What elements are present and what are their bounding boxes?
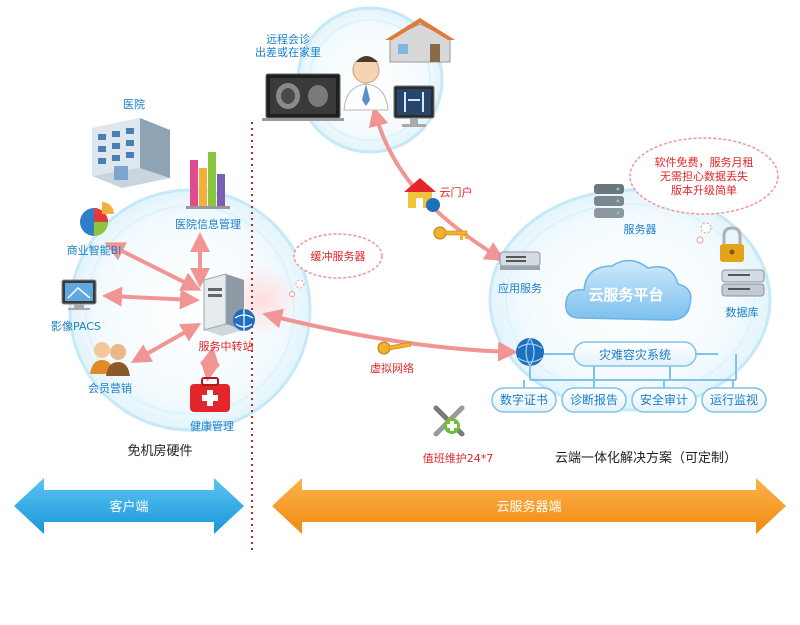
pricing-thought-bubble — [629, 137, 779, 244]
health-label: 健康管理 — [190, 419, 234, 433]
house-icon — [385, 18, 455, 63]
cloud-globe-icon — [516, 337, 544, 367]
bubble-line2: 无需担心数据丢失 — [660, 169, 748, 183]
pie-chart-icon — [80, 202, 114, 236]
solution-caption: 云端一体化解决方案（可定制） — [555, 450, 737, 466]
server-label: 服务器 — [624, 223, 657, 236]
database-icon — [721, 269, 765, 297]
doctor-icon — [343, 56, 389, 111]
relay-server-icon — [203, 273, 255, 336]
bi-label: 商业智能BI — [67, 243, 122, 257]
pacs-monitor-icon — [61, 279, 97, 310]
database-label: 数据库 — [726, 305, 759, 319]
feature-modules: 数字证书 诊断报告 安全审计 运行监视 — [491, 387, 767, 413]
hospital-building-icon — [92, 118, 170, 188]
client-connectors — [102, 232, 221, 382]
home-portal-icon — [404, 178, 440, 212]
key-icon — [433, 226, 468, 240]
vpn-label: 虚拟网络 — [370, 361, 414, 375]
cloud-platform-icon — [565, 259, 692, 321]
bar-chart-icon — [186, 152, 230, 209]
members-icon — [90, 342, 130, 376]
server-side-arrow — [272, 478, 786, 534]
bubble-line1: 软件免费，服务月租 — [655, 155, 754, 169]
module-label: 诊断报告 — [570, 392, 618, 407]
server-stack-icon — [594, 184, 624, 218]
client-arrow-label: 客户端 — [109, 499, 148, 515]
duty-label: 值班维护24*7 — [423, 451, 494, 465]
portal-label: 云门户 — [440, 185, 473, 199]
hardware-caption: 免机房硬件 — [127, 443, 192, 459]
app-service-icon — [499, 251, 541, 270]
module-box — [491, 387, 557, 413]
module-box — [561, 387, 627, 413]
client-side-arrow — [14, 478, 244, 534]
remote-caption-line1: 远程会诊 — [266, 32, 310, 46]
module-label: 运行监视 — [710, 392, 758, 407]
padlock-icon — [720, 226, 744, 262]
vpn-connector — [262, 308, 518, 362]
server-arrow-label: 云服务器端 — [496, 499, 561, 515]
relay-label: 服务中转站 — [199, 339, 254, 353]
member-label: 会员营销 — [88, 381, 132, 395]
module-label: 安全审计 — [640, 392, 688, 407]
module-connector-lines — [523, 353, 737, 388]
remote-caption-line2: 出差或在家里 — [255, 45, 321, 59]
cache-server-bubble — [289, 233, 383, 297]
module-box — [701, 387, 767, 413]
first-aid-kit-icon — [190, 377, 230, 412]
his-label: 医院信息管理 — [175, 217, 241, 231]
module-box — [631, 387, 697, 413]
bubble-line3: 版本升级简单 — [671, 183, 737, 197]
module-label: 数字证书 — [500, 392, 548, 407]
remote-consultation-group: 远程会诊 出差或在家里 — [255, 18, 455, 127]
disaster-label: 灾难容灾系统 — [599, 347, 671, 362]
vpn-key-icon — [377, 341, 412, 355]
cache-server-label: 缓冲服务器 — [311, 249, 366, 263]
app-service-label: 应用服务 — [498, 281, 542, 295]
maintenance-tools-icon — [433, 405, 465, 437]
ct-scan-monitor-icon — [262, 73, 344, 121]
pacs-label: 影像PACS — [51, 320, 101, 333]
hospital-label: 医院 — [123, 97, 145, 111]
xray-monitor-icon — [393, 85, 435, 127]
cloud-platform-label: 云服务平台 — [588, 286, 663, 304]
